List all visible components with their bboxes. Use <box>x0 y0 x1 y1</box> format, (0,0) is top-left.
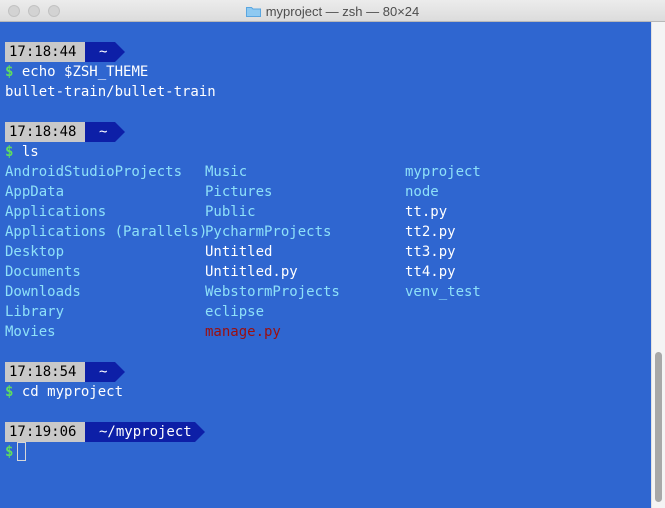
scrollbar-thumb[interactable] <box>655 352 662 502</box>
command-output: bullet-train/bullet-train <box>5 84 216 100</box>
ls-entry: manage.py <box>205 324 281 340</box>
ls-entry: AndroidStudioProjects <box>5 164 183 180</box>
ls-entry: tt.py <box>405 204 448 220</box>
prompt-line: 17:18:44 ~ <box>5 42 205 62</box>
ls-entry: Library <box>5 304 65 320</box>
ls-entry: eclipse <box>205 304 265 320</box>
ls-entry: myproject <box>405 164 481 180</box>
prompt-dir-segment: ~ <box>85 42 115 62</box>
folder-icon <box>245 6 261 17</box>
ls-entry: node <box>405 184 439 200</box>
zoom-window-button[interactable] <box>48 5 60 17</box>
command-line: $ ls <box>5 142 39 162</box>
active-command-line[interactable]: $ <box>5 441 27 462</box>
command-line: $ echo $ZSH_THEME <box>5 62 148 82</box>
segment-separator <box>115 362 125 382</box>
ls-entry: Desktop <box>5 244 65 260</box>
ls-entry: Applications <box>5 204 107 220</box>
vertical-scrollbar[interactable] <box>651 22 665 508</box>
ls-entry: Downloads <box>5 284 81 300</box>
ls-entry: Untitled.py <box>205 264 298 280</box>
prompt-line: 17:19:06 ~/myproject <box>5 422 265 442</box>
ls-entry: AppData <box>5 184 65 200</box>
ls-entry: Movies <box>5 324 56 340</box>
prompt-symbol: $ <box>5 444 14 460</box>
prompt-symbol: $ <box>5 384 14 400</box>
prompt-symbol: $ <box>5 144 14 160</box>
prompt-dir-segment: ~/myproject <box>85 422 195 442</box>
minimize-window-button[interactable] <box>28 5 40 17</box>
prompt-line: 17:18:54 ~ <box>5 362 205 382</box>
ls-entry: Applications (Parallels) <box>5 224 208 240</box>
terminal-content[interactable]: 17:18:44 ~ $ echo $ZSH_THEME bullet-trai… <box>0 22 651 508</box>
text-cursor[interactable] <box>17 441 27 461</box>
prompt-dir-segment: ~ <box>85 122 115 142</box>
close-window-button[interactable] <box>8 5 20 17</box>
prompt-symbol: $ <box>5 64 14 80</box>
ls-entry: tt2.py <box>405 224 456 240</box>
command-text: cd myproject <box>21 384 124 400</box>
segment-separator <box>115 42 125 62</box>
ls-entry: Pictures <box>205 184 273 200</box>
window-title-area: myproject — zsh — 80×24 <box>0 0 665 22</box>
ls-entry: venv_test <box>405 284 481 300</box>
ls-entry: tt4.py <box>405 264 456 280</box>
prompt-time-segment: 17:18:54 <box>5 362 85 382</box>
ls-entry: Documents <box>5 264 81 280</box>
ls-entry: Untitled <box>205 244 273 260</box>
prompt-time-segment: 17:18:48 <box>5 122 85 142</box>
title-bar[interactable]: myproject — zsh — 80×24 <box>0 0 665 22</box>
command-text: echo $ZSH_THEME <box>21 64 149 80</box>
prompt-time-segment: 17:19:06 <box>5 422 85 442</box>
prompt-time-segment: 17:18:44 <box>5 42 85 62</box>
window-title: myproject — zsh — 80×24 <box>265 3 420 19</box>
ls-entry: tt3.py <box>405 244 456 260</box>
prompt-line: 17:18:48 ~ <box>5 122 205 142</box>
command-text: ls <box>21 144 39 160</box>
ls-entry: Music <box>205 164 248 180</box>
ls-entry: Public <box>205 204 256 220</box>
prompt-dir-segment: ~ <box>85 362 115 382</box>
segment-separator <box>195 422 205 442</box>
ls-entry: PycharmProjects <box>205 224 332 240</box>
ls-entry: WebstormProjects <box>205 284 340 300</box>
segment-separator <box>115 122 125 142</box>
command-line: $ cd myproject <box>5 382 123 402</box>
